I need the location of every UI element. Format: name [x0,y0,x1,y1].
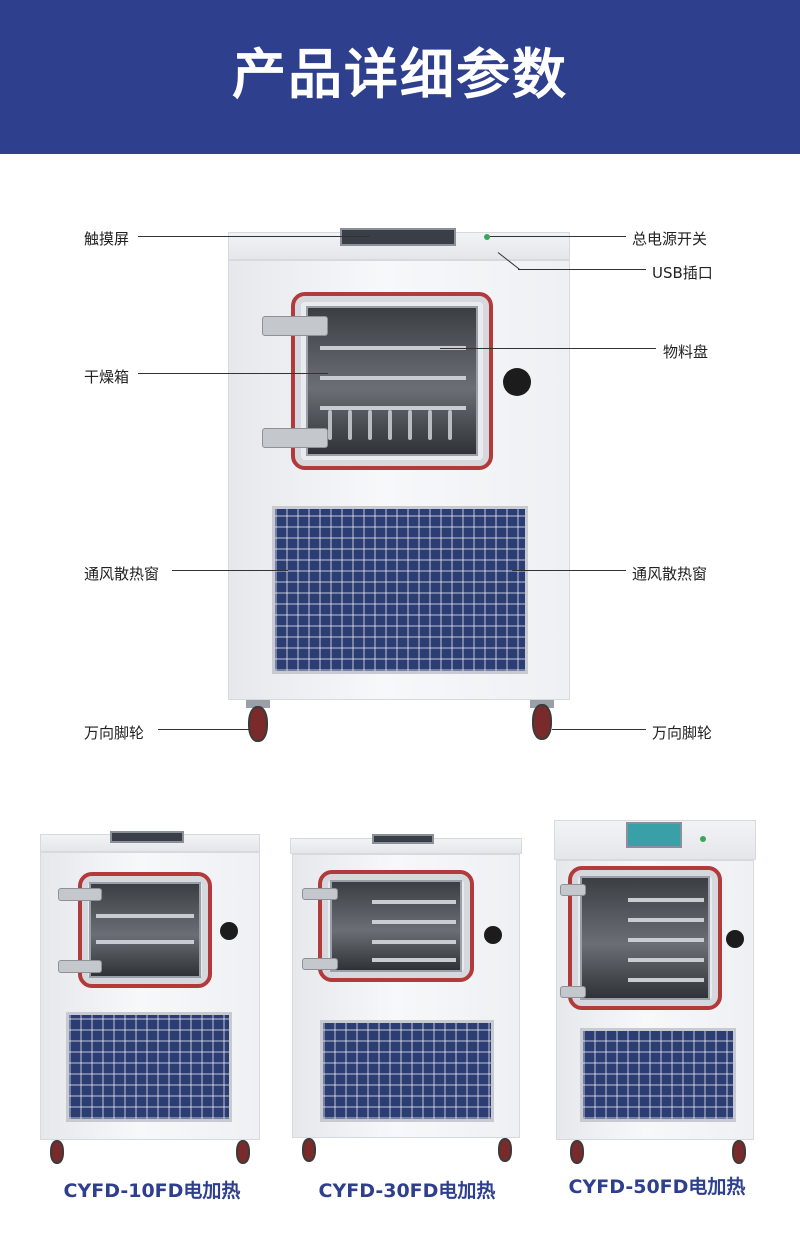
callout-drying-chamber: 干燥箱 [84,368,130,386]
door-hinge-icon [58,888,102,901]
manifold-rib [368,410,372,440]
tray-shelf [96,914,194,918]
caster-wheel-icon [248,706,268,742]
tray-shelf [372,920,456,924]
leader-line [172,570,288,571]
caster-wheel-icon [50,1140,64,1164]
caster-wheel-icon [532,704,552,740]
door-knob-icon [220,922,238,940]
callout-vent-left: 通风散热窗 [84,565,160,583]
leader-line [440,348,656,349]
tray-shelf [372,958,456,962]
callout-usb-port: USB插口 [652,264,713,282]
touch-screen-display [110,831,184,843]
door-knob-icon [503,368,531,396]
door-hinge-icon [58,960,102,973]
leader-line [138,236,370,237]
door-hinge-icon [302,958,338,970]
door-hinge-icon [560,986,586,998]
callout-caster-left: 万向脚轮 [84,724,145,742]
leader-line [518,269,646,270]
leader-line [158,729,250,730]
door-hinge-icon [560,884,586,896]
caster-wheel-icon [570,1140,584,1164]
tray-shelf [628,918,704,922]
door-hinge-icon [302,888,338,900]
tray-shelf [628,938,704,942]
tray-shelf [372,900,456,904]
callout-touch-screen: 触摸屏 [84,230,130,248]
leader-line [512,570,626,571]
caster-wheel-icon [732,1140,746,1164]
ventilation-grille [272,506,528,674]
manifold-rib [428,410,432,440]
drying-chamber-window [330,880,462,972]
manifold-rib [408,410,412,440]
tray-shelf [320,346,466,350]
door-knob-icon [726,930,744,948]
door-hinge-icon [262,428,328,448]
page-title: 产品详细参数 [232,43,568,106]
tray-shelf [628,978,704,982]
touch-screen-display [340,228,456,246]
caster-wheel-icon [236,1140,250,1164]
leader-line [490,236,626,237]
tray-shelf [320,406,466,410]
leader-line [138,373,328,374]
caster-wheel-icon [498,1138,512,1162]
manifold-rib [348,410,352,440]
manifold-rib [448,410,452,440]
caster-wheel-icon [302,1138,316,1162]
tray-shelf [628,958,704,962]
door-hinge-icon [262,316,328,336]
model-label-10fd: CYFD-10FD电加热 [63,1180,241,1202]
touch-screen-display [626,822,682,848]
header-banner: 产品详细参数 [0,0,800,154]
leader-line [552,729,646,730]
caster-mount [246,700,270,708]
touch-screen-display [372,834,434,844]
callout-vent-right: 通风散热窗 [632,565,708,583]
door-knob-icon [484,926,502,944]
tray-shelf [628,898,704,902]
tray-shelf [320,376,466,380]
manifold-rib [328,410,332,440]
callout-power-switch: 总电源开关 [632,230,708,248]
model-label-50fd: CYFD-50FD电加热 [568,1176,746,1198]
power-indicator-icon [700,836,706,842]
tray-shelf [372,940,456,944]
power-indicator-icon [484,234,490,240]
manifold-rib [388,410,392,440]
callout-tray: 物料盘 [663,343,709,361]
ventilation-grille [580,1028,736,1122]
ventilation-grille [320,1020,494,1122]
ventilation-grille [66,1012,232,1122]
drying-chamber-window [89,882,201,978]
tray-shelf [96,940,194,944]
model-label-30fd: CYFD-30FD电加热 [318,1180,496,1202]
callout-caster-right: 万向脚轮 [652,724,713,742]
